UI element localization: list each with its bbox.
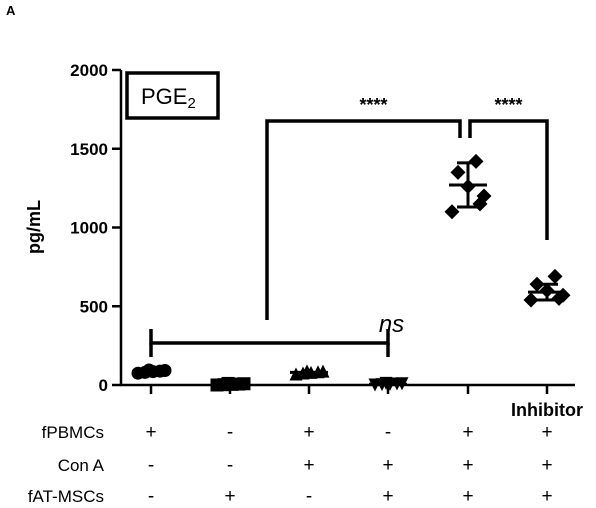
- condition-label: Con A: [58, 456, 105, 475]
- condition-symbol: -: [148, 486, 154, 507]
- condition-symbol: +: [541, 486, 552, 507]
- condition-label: fPBMCs: [42, 423, 104, 442]
- data-point: [476, 188, 492, 204]
- y-axis-label: pg/mL: [24, 200, 44, 254]
- condition-symbol: -: [227, 455, 233, 476]
- data-point: [158, 364, 172, 378]
- condition-symbol: -: [148, 455, 154, 476]
- condition-symbol: +: [541, 455, 552, 476]
- data-point: [460, 179, 476, 195]
- condition-symbol: -: [385, 422, 391, 443]
- data-point: [555, 287, 571, 303]
- y-tick-label: 1000: [70, 219, 108, 238]
- data-point: [444, 204, 460, 220]
- data-point: [316, 364, 330, 378]
- data-point: [547, 268, 563, 284]
- y-tick-label: 0: [99, 376, 108, 395]
- data-point: [142, 363, 156, 377]
- y-tick-label: 500: [80, 297, 108, 316]
- condition-symbol: +: [382, 455, 393, 476]
- condition-symbol: +: [541, 422, 552, 443]
- title-subscript: 2: [187, 95, 195, 112]
- condition-symbol: +: [462, 486, 473, 507]
- sig-bracket-2: [468, 119, 549, 240]
- data-point: [221, 376, 235, 390]
- condition-symbol: -: [306, 486, 312, 507]
- y-tick-label: 1500: [70, 140, 108, 159]
- title-frame: [125, 71, 220, 120]
- condition-symbol: +: [145, 422, 156, 443]
- data-point: [300, 364, 314, 378]
- ns-label: ns: [379, 311, 404, 338]
- title-main: PGE: [141, 84, 187, 109]
- data-point: [539, 283, 555, 298]
- condition-symbol: -: [227, 422, 233, 443]
- sig-bracket-1: [265, 119, 462, 320]
- condition-symbol: +: [224, 486, 235, 507]
- ns-bracket: [149, 329, 390, 345]
- data-point: [395, 377, 409, 391]
- condition-symbol: +: [303, 422, 314, 443]
- condition-symbol: +: [462, 455, 473, 476]
- data-point: [523, 292, 539, 308]
- condition-symbol: +: [382, 486, 393, 507]
- data-point: [379, 376, 393, 390]
- condition-symbol: +: [462, 422, 473, 443]
- sig-label-2: ****: [494, 95, 522, 115]
- sig-label-1: ****: [359, 95, 387, 115]
- data-point: [529, 276, 545, 292]
- condition-symbol: +: [303, 455, 314, 476]
- title-box: PGE2: [125, 71, 220, 120]
- panel-label: A: [6, 3, 16, 18]
- y-tick-label: 2000: [70, 61, 108, 80]
- data-point: [450, 164, 466, 180]
- data-point: [237, 377, 251, 391]
- data-point: [468, 153, 484, 169]
- chart-title: PGE2: [141, 84, 196, 112]
- inhibitor-label: Inhibitor: [511, 400, 583, 420]
- condition-label: fAT-MSCs: [28, 487, 104, 506]
